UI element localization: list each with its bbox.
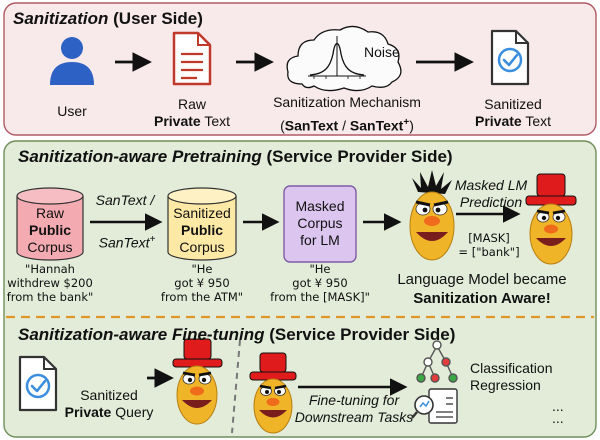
finetuning-title: Sanitization-aware Fine-tuning (Service … [18,325,456,344]
finetune-input-lm-head-icon [172,338,223,425]
masked-corpus-label: Masked Corpus for LM [295,198,345,248]
masked-corpus-example: "He got ¥ 950 from the [MASK]" [270,262,370,304]
mask-prediction-label: [MASK] = ["bank"] [458,231,520,259]
user-icon [50,37,94,85]
user-side-title: Sanitization (User Side) [13,9,203,28]
sanitized-public-corpus-label: Sanitized Public Corpus [173,205,231,255]
raw-corpus-example: "Hannah withdrew $200 from the bank" [6,262,94,304]
finetune-separator [231,339,241,434]
pretraining-title: Sanitization-aware Pretraining (Service … [18,147,453,166]
finetuning-downstream-label: Fine-tuning for Downstream Tasks [294,392,414,425]
regression-report-icon [411,388,458,424]
sanitized-public-corpus-cylinder [167,187,237,261]
sanitization-aware-result: Language Model became Sanitization Aware… [397,271,567,307]
sanitization-mechanism-label: Sanitization Mechanism (SanText / SanTex… [273,94,421,134]
task-list: Classification Regression [470,360,552,394]
raw-private-text-label: Raw Private Text [153,96,230,129]
decision-tree-icon [416,340,458,383]
raw-document-icon [172,31,212,86]
sanitized-private-text-label: Sanitized Private Text [474,96,551,129]
raw-public-corpus-label: Raw Public Corpus [27,205,73,255]
sanitization-aware-lm-head-icon [525,173,577,265]
task-classification: Classification [470,360,553,376]
task-regression: Regression [470,377,541,393]
sanitized-private-query-label: Sanitized Private Query [64,387,154,420]
masked-lm-prediction-label: Masked LM Prediction [454,177,528,210]
noise-label: Noise [364,44,400,60]
language-model-head-icon [409,170,455,261]
raw-public-corpus-cylinder [16,187,84,261]
santext-arrow-label-top: SanText / [95,192,155,208]
masked-corpus-box [283,185,357,263]
user-label: User [57,103,87,119]
sanitized-query-document-icon [18,355,58,412]
sanitized-document-icon [490,29,530,86]
sanitized-corpus-example: "He got ¥ 950 from the ATM" [160,262,244,304]
task-ellipsis: ... ... [552,398,564,426]
noise-cloud-icon [286,25,402,92]
santext-arrow-label-bottom: SanText+ [98,234,156,251]
finetuned-lm-head-icon [249,352,297,434]
